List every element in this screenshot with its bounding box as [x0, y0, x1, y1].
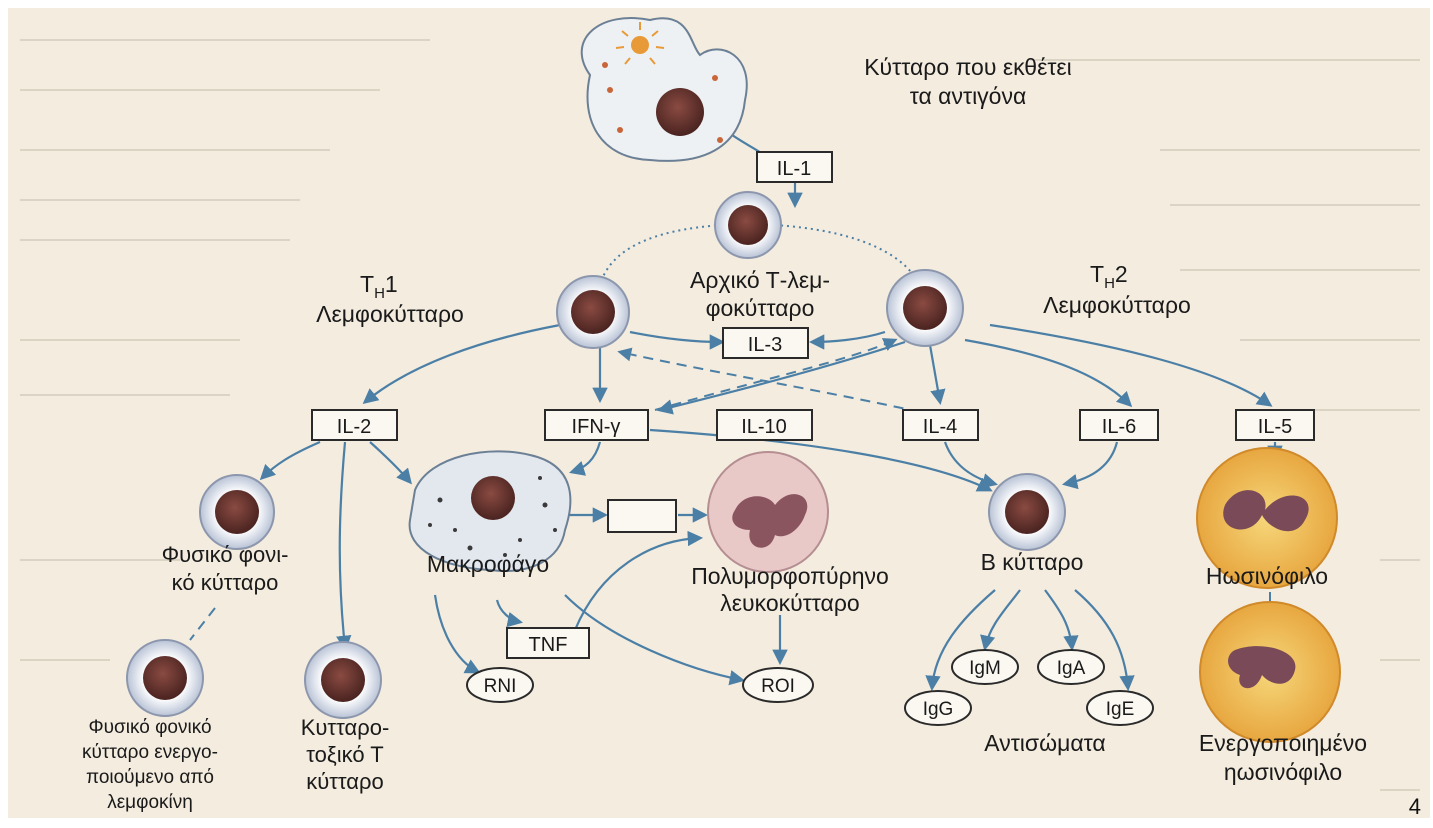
cytokine-tnf: TNF: [507, 628, 589, 658]
cytokine-il10: IL-10: [717, 410, 812, 440]
cytokine-blank: [608, 500, 676, 532]
svg-text:IL-2: IL-2: [337, 416, 371, 438]
svg-text:TNF: TNF: [529, 634, 568, 656]
svg-text:Αρχικό Τ-λεμ-: Αρχικό Τ-λεμ-: [690, 267, 830, 293]
svg-text:κύτταρο: κύτταρο: [306, 769, 384, 794]
th2-cell: [887, 270, 963, 346]
cytokine-il5: IL-5: [1236, 410, 1314, 440]
cytotoxic-t-cell: [305, 642, 381, 718]
svg-text:ηωσινόφιλο: ηωσινόφιλο: [1224, 759, 1342, 785]
page-number: 4: [1409, 794, 1421, 820]
label-activated-eosinophil: Ενεργοποιημένο ηωσινόφιλο: [1199, 730, 1367, 785]
cytokine-il6: IL-6: [1080, 410, 1158, 440]
label-activated-nk-cell: Φυσικό φονικό κύτταρο ενεργο- ποιούμενο …: [82, 717, 218, 813]
svg-text:τοξικό Τ: τοξικό Τ: [306, 742, 383, 767]
cytokine-il1: IL-1: [757, 152, 832, 182]
svg-text:ποιούμενο από: ποιούμενο από: [86, 767, 214, 788]
label-antibodies: Αντισώματα: [984, 730, 1105, 756]
svg-text:ΤΗ2: ΤΗ2: [1090, 261, 1128, 292]
label-th1: ΤΗ1 Λεμφοκύτταρο: [316, 271, 464, 327]
label-antigen-presenting-cell: Κύτταρο που εκθέτει τα αντιγόνα: [864, 54, 1072, 109]
label-naive-t-cell: Αρχικό Τ-λεμ- φοκύτταρο: [690, 267, 830, 321]
b-cell: [989, 474, 1065, 550]
svg-text:IL-5: IL-5: [1258, 416, 1292, 438]
label-b-cell: Β κύτταρο: [981, 549, 1084, 575]
pmn-cell: [708, 452, 828, 572]
svg-text:Ενεργοποιημένο: Ενεργοποιημένο: [1199, 730, 1367, 756]
svg-text:λευκοκύτταρο: λευκοκύτταρο: [720, 590, 859, 616]
nk-cell: [200, 475, 274, 549]
label-cytotoxic-t-cell: Κυτταρο- τοξικό Τ κύτταρο: [301, 715, 390, 794]
svg-text:IL-10: IL-10: [741, 416, 787, 438]
product-roi: ROI: [743, 668, 813, 702]
svg-text:IL-6: IL-6: [1102, 416, 1136, 438]
label-pmn: Πολυμορφοπύρηνο λευκοκύτταρο: [691, 563, 889, 616]
cytokine-il2: IL-2: [312, 410, 397, 440]
svg-text:Φυσικό φονικό: Φυσικό φονικό: [88, 717, 211, 738]
svg-text:ΤΗ1: ΤΗ1: [360, 271, 398, 302]
activated-nk-cell: [127, 640, 203, 716]
svg-text:IgM: IgM: [969, 658, 1001, 679]
svg-text:τα αντιγόνα: τα αντιγόνα: [910, 83, 1027, 109]
svg-text:Λεμφοκύτταρο: Λεμφοκύτταρο: [1043, 292, 1191, 318]
svg-text:Αντισώματα: Αντισώματα: [984, 730, 1105, 756]
th1-cell: [557, 276, 629, 348]
antibody-iga: IgA: [1038, 650, 1104, 684]
svg-text:IL-1: IL-1: [777, 158, 811, 180]
antibody-igm: IgM: [952, 650, 1018, 684]
svg-text:Β κύτταρο: Β κύτταρο: [981, 549, 1084, 575]
svg-text:κύτταρο ενεργο-: κύτταρο ενεργο-: [82, 742, 218, 763]
cytokine-il3: IL-3: [723, 328, 808, 358]
svg-text:Λεμφοκύτταρο: Λεμφοκύτταρο: [316, 301, 464, 327]
svg-text:IgG: IgG: [923, 699, 954, 720]
label-macrophage: Μακροφάγο: [427, 551, 549, 577]
svg-text:φοκύτταρο: φοκύτταρο: [706, 295, 815, 321]
activated-eosinophil-cell: [1200, 602, 1340, 742]
cytokine-ifn-gamma: IFN-γ: [545, 410, 648, 440]
svg-text:IFN-γ: IFN-γ: [572, 416, 621, 438]
svg-text:IL-4: IL-4: [923, 416, 957, 438]
label-th2: ΤΗ2 Λεμφοκύτταρο: [1043, 261, 1191, 318]
svg-text:Κύτταρο που εκθέτει: Κύτταρο που εκθέτει: [864, 54, 1072, 80]
label-nk-cell: Φυσικό φονι- κό κύτταρο: [162, 542, 289, 595]
svg-text:RNI: RNI: [484, 676, 517, 697]
antibody-igg: IgG: [905, 691, 971, 725]
cytokine-il4: IL-4: [903, 410, 978, 440]
svg-text:Φυσικό φονι-: Φυσικό φονι-: [162, 542, 289, 567]
svg-text:κό κύτταρο: κό κύτταρο: [172, 570, 279, 595]
svg-text:Ηωσινόφιλο: Ηωσινόφιλο: [1206, 563, 1328, 589]
svg-text:IgA: IgA: [1057, 658, 1086, 679]
svg-text:λεμφοκίνη: λεμφοκίνη: [107, 792, 193, 813]
label-eosinophil: Ηωσινόφιλο: [1206, 563, 1328, 589]
svg-text:Μακροφάγο: Μακροφάγο: [427, 551, 549, 577]
svg-text:ROI: ROI: [761, 676, 795, 697]
antigen-presenting-cell: [582, 18, 747, 161]
naive-t-cell: [715, 192, 781, 258]
svg-text:IgE: IgE: [1106, 699, 1135, 720]
svg-text:IL-3: IL-3: [748, 334, 782, 356]
antibody-ige: IgE: [1087, 691, 1153, 725]
svg-text:Πολυμορφοπύρηνο: Πολυμορφοπύρηνο: [691, 563, 889, 589]
product-rni: RNI: [467, 668, 533, 702]
svg-text:Κυτταρο-: Κυτταρο-: [301, 715, 390, 740]
